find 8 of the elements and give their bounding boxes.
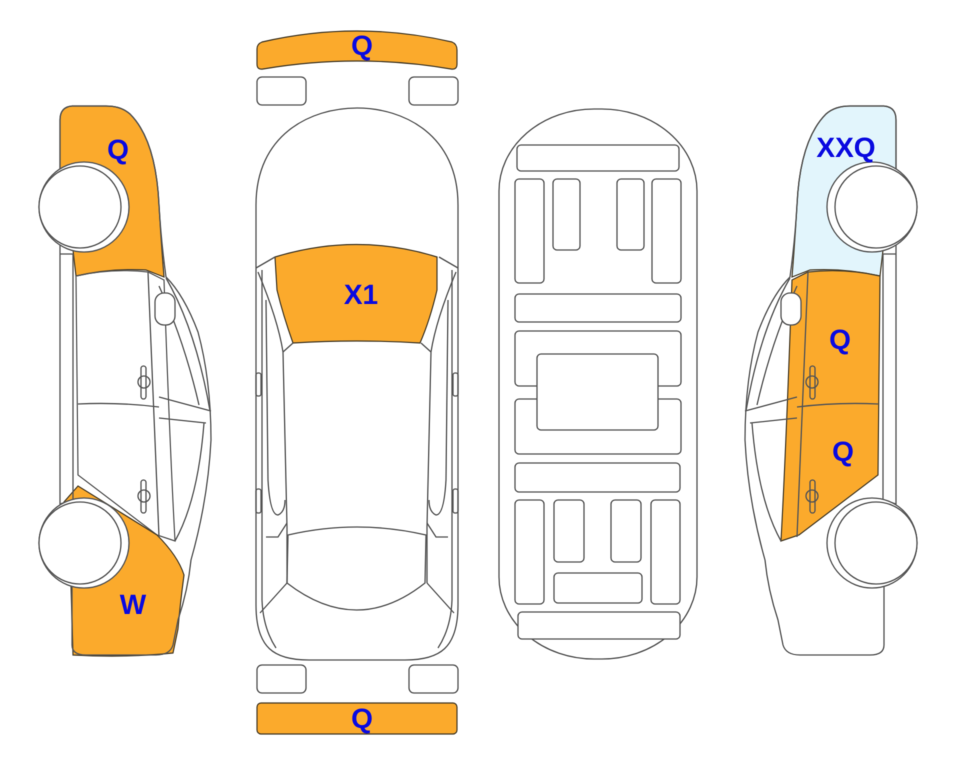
damage-code: X1 bbox=[344, 281, 378, 309]
damage-code: Q bbox=[829, 326, 851, 354]
damage-code: Q bbox=[351, 32, 373, 60]
damage-code: XXQ bbox=[816, 134, 876, 162]
damage-code: Q bbox=[107, 136, 129, 164]
damage-code: Q bbox=[832, 438, 854, 466]
damage-code: W bbox=[120, 591, 146, 619]
damage-code: Q bbox=[351, 705, 373, 733]
